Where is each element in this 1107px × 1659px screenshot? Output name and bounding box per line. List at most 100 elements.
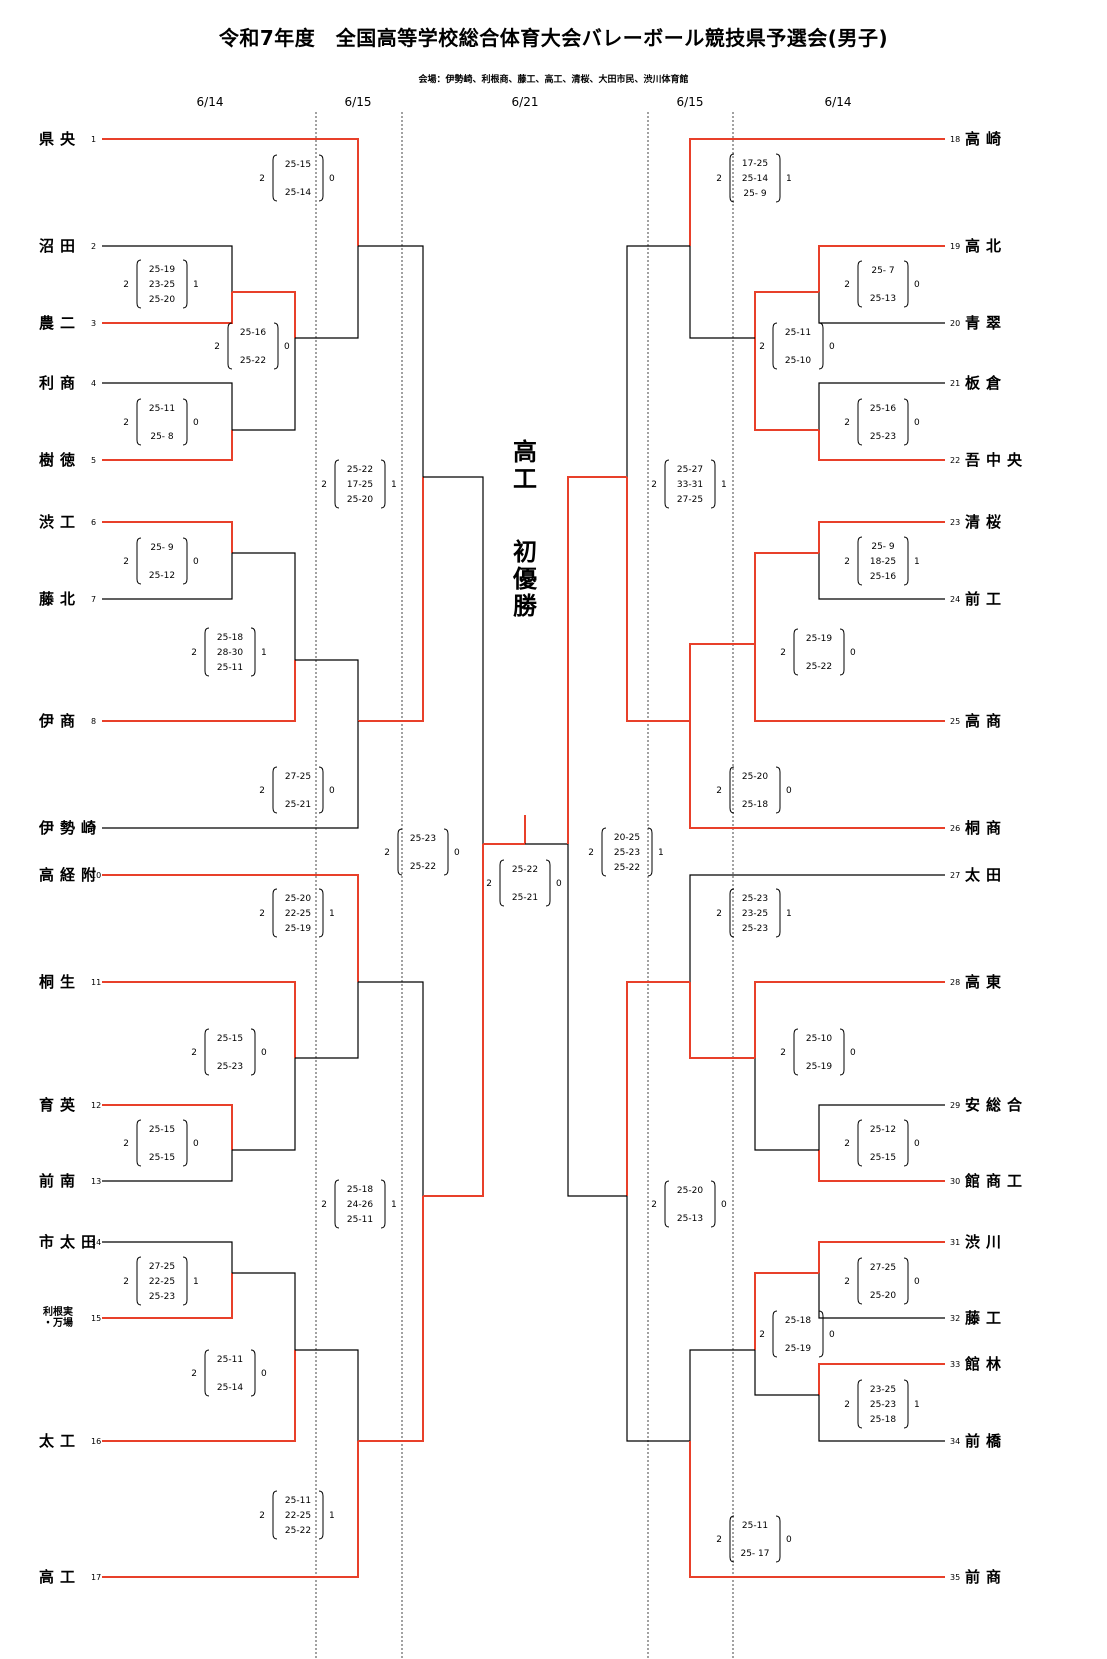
team-seed-right-35: 35 [950, 1573, 960, 1582]
sets-won-a: 2 [123, 1139, 129, 1149]
set-score: 25-22 [410, 862, 436, 872]
champion-label: 勝 [513, 592, 538, 620]
set-score: 22-25 [285, 1511, 311, 1521]
bracket-line [102, 245, 233, 292]
round-date-right-r2: 6/15 [677, 95, 704, 109]
sets-won-a: 2 [123, 418, 129, 428]
score-bracket-left [204, 627, 210, 677]
set-score: 25-20 [347, 495, 373, 505]
set-score: 23-25 [870, 1385, 896, 1395]
set-score: 25- 8 [150, 432, 174, 442]
bracket-line [818, 553, 945, 600]
team-name-right-28: 高東 [965, 973, 1007, 991]
set-score: 25-13 [677, 1214, 703, 1224]
score-bracket-left [334, 459, 340, 509]
sets-won-a: 2 [191, 1048, 197, 1058]
sets-won-b: 1 [391, 1200, 397, 1210]
sets-won-b: 0 [261, 1369, 267, 1379]
score-bracket-right [775, 766, 781, 814]
sets-won-b: 1 [261, 648, 267, 658]
set-score: 25-18 [217, 633, 243, 643]
venue-list: 会場：伊勢崎、利根商、藤工、高工、清桜、大田市民、渋川体育館 [418, 75, 689, 85]
team-name-right-29: 安総合 [965, 1096, 1028, 1114]
team-seed-left-13: 13 [91, 1177, 101, 1186]
score-bracket-left [136, 1119, 142, 1167]
set-score: 25-19 [785, 1344, 811, 1354]
team-seed-left-16: 16 [91, 1437, 101, 1446]
set-score: 25-11 [149, 404, 175, 414]
sets-won-a: 2 [716, 786, 722, 796]
set-score: 25-16 [870, 404, 896, 414]
set-score: 25-23 [870, 432, 896, 442]
set-score: 25-10 [785, 356, 811, 366]
bracket-line [102, 874, 359, 982]
set-score: 25-19 [806, 1062, 832, 1072]
team-seed-right-22: 22 [950, 456, 960, 465]
sets-won-a: 2 [588, 848, 594, 858]
team-seed-left-17: 17 [91, 1573, 101, 1582]
sets-won-b: 0 [329, 174, 335, 184]
score-bracket-left [793, 1028, 799, 1076]
set-score: 25-14 [742, 174, 768, 184]
bracket-line [689, 1441, 945, 1578]
bracket-line [626, 1196, 690, 1442]
score-bracket-right [818, 322, 824, 370]
team-name-left-8: 伊商 [38, 712, 81, 730]
sets-won-b: 0 [454, 848, 460, 858]
team-name-right-31: 渋川 [965, 1233, 1007, 1251]
score-bracket-right [775, 1515, 781, 1563]
bracket-line [689, 1349, 755, 1441]
score-bracket-left [857, 1379, 863, 1429]
score-bracket-right [318, 154, 324, 202]
team-seed-left-3: 3 [91, 319, 96, 328]
bracket-line [567, 844, 627, 1197]
set-score: 25-27 [677, 465, 703, 475]
bracket-line [626, 981, 690, 1196]
sets-won-a: 2 [844, 1139, 850, 1149]
team-name-left-1: 県央 [39, 130, 81, 148]
sets-won-a: 2 [259, 1511, 265, 1521]
bracket-line [818, 382, 945, 430]
set-score: 17-25 [742, 159, 768, 169]
set-score: 25-15 [285, 160, 311, 170]
team-name-left-5: 樹徳 [39, 451, 81, 469]
team-name-left-10: 高経附 [39, 866, 102, 884]
sets-won-b: 0 [193, 418, 199, 428]
set-score: 25-20 [870, 1291, 896, 1301]
set-score: 25-22 [347, 465, 373, 475]
sets-won-a: 2 [321, 1200, 327, 1210]
score-bracket-left [857, 398, 863, 446]
team-name-left-9: 伊勢崎 [38, 819, 102, 837]
score-bracket-left [729, 766, 735, 814]
team-name-right-26: 桐商 [965, 819, 1007, 837]
bracket-line [754, 1350, 819, 1396]
bracket-line [423, 844, 484, 1197]
team-name-left-3: 農二 [39, 314, 81, 332]
sets-won-a: 2 [844, 557, 850, 567]
score-bracket-left [499, 859, 505, 907]
sets-won-b: 0 [284, 342, 290, 352]
team-seed-right-24: 24 [950, 595, 960, 604]
sets-won-b: 0 [786, 786, 792, 796]
sets-won-b: 0 [786, 1535, 792, 1545]
team-seed-right-33: 33 [950, 1360, 960, 1369]
team-name-left-15: 利根実 [43, 1305, 73, 1318]
set-score: 25-22 [806, 662, 832, 672]
set-score: 25-19 [149, 265, 175, 275]
bracket-line [358, 477, 424, 722]
score-bracket-right [318, 888, 324, 938]
team-name-left-17: 高工 [39, 1568, 81, 1586]
bracket-line [102, 430, 233, 461]
bracket-line [295, 659, 359, 721]
sets-won-a: 2 [651, 480, 657, 490]
champion-label: 初 [513, 538, 537, 566]
team-name-right-24: 前工 [965, 590, 1007, 608]
sets-won-b: 1 [786, 174, 792, 184]
set-score: 25- 9 [150, 543, 174, 553]
team-seed-right-21: 21 [950, 379, 960, 388]
team-name-right-30: 館商工 [964, 1172, 1028, 1190]
team-name-right-18: 高崎 [965, 130, 1007, 148]
bracket-line [689, 721, 945, 829]
set-score: 25-22 [285, 1526, 311, 1536]
score-bracket-left [204, 1028, 210, 1076]
